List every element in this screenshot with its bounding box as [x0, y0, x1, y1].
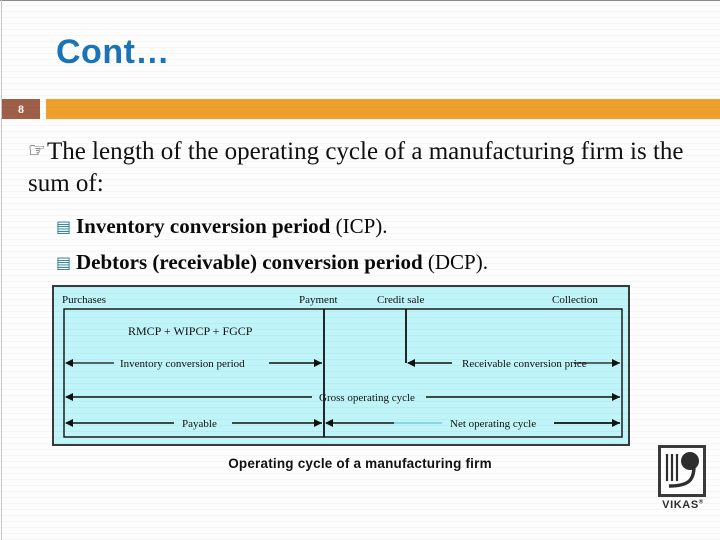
registered-mark: ® [698, 499, 704, 506]
stacked-books-bullet-icon: ▤ [56, 253, 72, 272]
stacked-books-bullet-icon: ▤ [56, 217, 72, 236]
diagram-caption: Operating cycle of a manufacturing firm [228, 456, 492, 471]
diagram-inner: Purchases Payment Credit sale Collection… [54, 287, 632, 448]
svg-text:Gross operating cycle: Gross operating cycle [319, 392, 415, 404]
sub-bullet-1-bold: Inventory conversion period [76, 214, 331, 238]
svg-text:Receivable conversion price: Receivable conversion price [462, 358, 587, 370]
accent-band [46, 99, 720, 119]
list-item: ▤Debtors (receivable) conversion period … [56, 250, 676, 275]
sub-bullet-2-bold: Debtors (receivable) conversion period [76, 250, 423, 274]
svg-text:Net operating cycle: Net operating cycle [450, 418, 536, 430]
svg-text:Inventory conversion period: Inventory conversion period [120, 358, 245, 370]
svg-text:Credit sale: Credit sale [377, 294, 424, 306]
vikas-brand: VIKAS [662, 499, 699, 511]
svg-text:Purchases: Purchases [62, 294, 106, 306]
pointing-hand-bullet-icon: ☞ [28, 138, 46, 162]
vikas-logo-mark [658, 445, 706, 497]
main-bullet-text: The length of the operating cycle of a m… [28, 138, 684, 197]
top-rule [0, 0, 720, 1]
operating-cycle-diagram: Purchases Payment Credit sale Collection… [52, 285, 630, 446]
svg-text:Payment: Payment [299, 294, 338, 306]
svg-text:Collection: Collection [552, 294, 598, 306]
main-bullet: ☞The length of the operating cycle of a … [28, 136, 688, 199]
sub-bullet-1-plain: (ICP). [330, 214, 388, 238]
svg-text:RMCP + WIPCP + FGCP: RMCP + WIPCP + FGCP [128, 324, 253, 338]
page-title: Cont… [56, 33, 170, 71]
list-item: ▤Inventory conversion period (ICP). [56, 214, 676, 239]
slide-number-badge: 8 [2, 99, 40, 119]
svg-text:Payable: Payable [182, 418, 217, 430]
vikas-mark-svg [665, 452, 699, 488]
vikas-logo-text: VIKAS® [656, 499, 710, 511]
sub-bullet-2-plain: (DCP). [422, 250, 488, 274]
diagram-svg: Purchases Payment Credit sale Collection… [62, 294, 623, 438]
vikas-logo: VIKAS® [656, 445, 712, 521]
left-rule [1, 0, 2, 540]
